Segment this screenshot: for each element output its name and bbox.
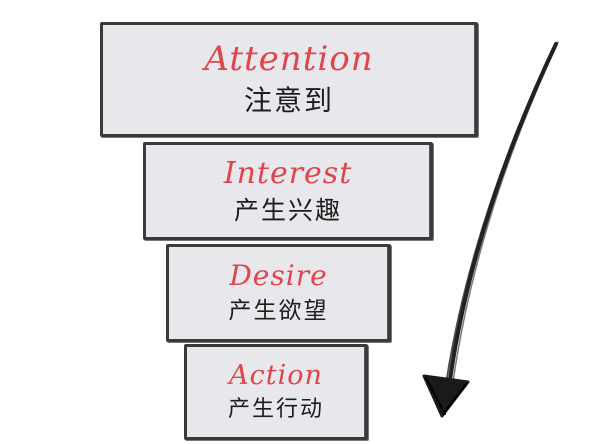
funnel-tier-desire: Desire 产生欲望 (166, 244, 391, 342)
tier-chinese-label: 产生行动 (227, 396, 324, 422)
tier-chinese-label: 产生欲望 (228, 297, 329, 324)
tier-english-label: Interest (223, 155, 353, 191)
tier-english-label: Desire (229, 258, 328, 292)
funnel-tier-attention: Attention 注意到 (100, 22, 478, 137)
tier-english-label: Attention (204, 39, 374, 79)
funnel-tier-interest: Interest 产生兴趣 (143, 142, 433, 240)
tier-chinese-label: 产生兴趣 (233, 195, 342, 225)
funnel-tier-action: Action 产生行动 (184, 344, 368, 440)
tier-english-label: Action (229, 359, 323, 391)
tier-chinese-label: 注意到 (243, 84, 334, 118)
